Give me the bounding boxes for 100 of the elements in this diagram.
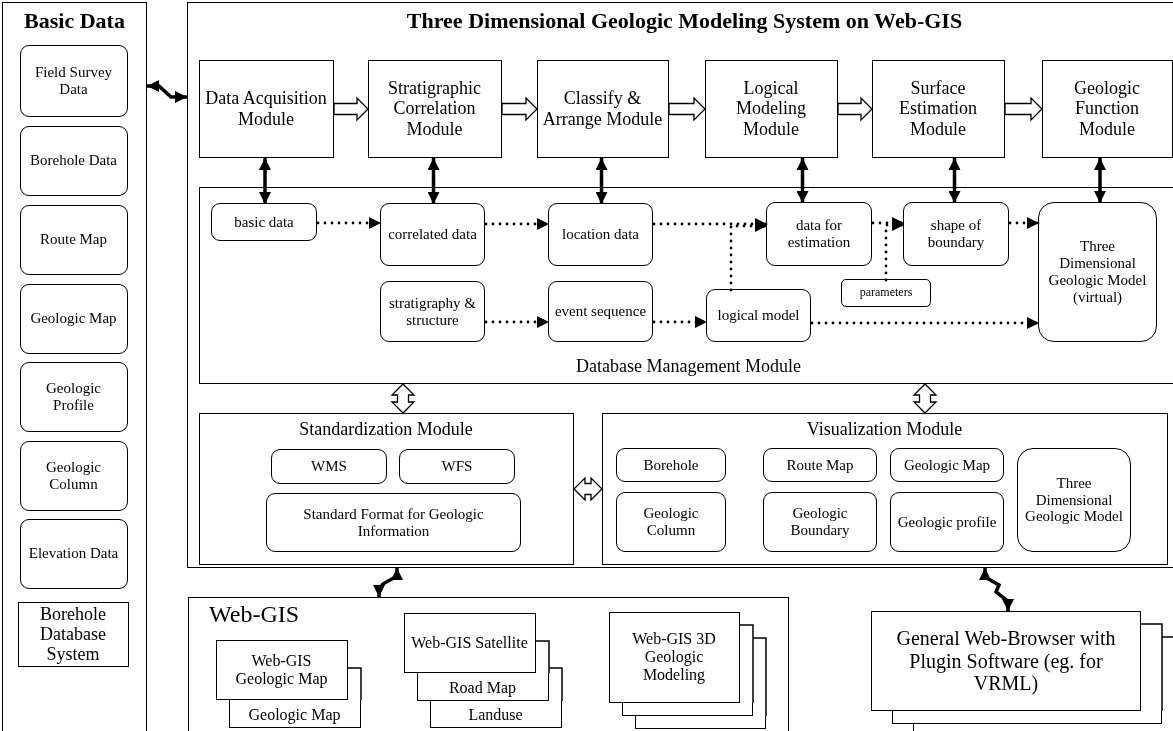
- data-box: [271, 449, 387, 484]
- box-label: Geologic Profile: [45, 379, 102, 414]
- double-arrow: [595, 158, 608, 204]
- panel-title: Web-GIS: [209, 601, 300, 628]
- box-label: Web-GIS Satellite: [410, 633, 529, 652]
- data-box: [616, 492, 726, 552]
- parameter-box: [841, 279, 931, 307]
- module-box: [17, 601, 129, 667]
- data-box: [890, 492, 1004, 552]
- data-box: [890, 448, 1004, 482]
- panel-title: Standardization Module: [298, 419, 474, 440]
- box-label: Web-GIS 3D Geologic Modeling: [631, 630, 717, 684]
- hollow-arrow: [573, 476, 603, 502]
- box-label: Route Map: [785, 456, 855, 474]
- box-label: Field Survey Data: [33, 63, 114, 98]
- box-label: Three Dimensional Geologic Model: [1024, 474, 1124, 526]
- box-label: Standard Format for Geologic Information: [302, 505, 485, 540]
- box-label: Surface Estimation Module: [898, 78, 978, 139]
- module-panel: [198, 412, 574, 565]
- box-label: Data Acquisition Module: [204, 88, 328, 129]
- stacked-card: [871, 611, 1141, 711]
- stacked-card: [429, 700, 562, 728]
- stacked-card: [892, 711, 1162, 724]
- data-box: [766, 202, 872, 266]
- data-box: [19, 283, 128, 354]
- box-label: Elevation Data: [27, 545, 120, 562]
- database-panel: [198, 186, 1173, 384]
- box-label: Geologic Boundary: [789, 505, 851, 539]
- box-label: parameters: [858, 286, 914, 300]
- hollow-arrow: [837, 96, 873, 122]
- box-label: Road Map: [447, 678, 518, 697]
- data-box: [616, 448, 726, 482]
- hollow-arrow: [501, 96, 538, 122]
- box-label: Geologic Map: [902, 456, 992, 474]
- box-label: logical model: [716, 307, 801, 324]
- data-box: [380, 203, 485, 266]
- module-panel: [601, 412, 1168, 565]
- double-arrow: [1094, 158, 1106, 203]
- panel-title: Basic Data: [23, 9, 126, 34]
- box-label: Stratigraphic Correlation Module: [387, 78, 482, 139]
- data-box: [19, 204, 128, 275]
- data-box: [19, 518, 128, 589]
- data-box: [19, 125, 128, 196]
- box-label: Borehole Database System: [39, 603, 107, 665]
- data-box: [763, 492, 877, 552]
- data-box: [211, 203, 317, 241]
- data-box: [706, 289, 811, 342]
- double-arrow: [259, 158, 271, 204]
- web-gis-panel: [188, 597, 789, 731]
- dotted-arrow: [484, 218, 551, 230]
- box-label: correlated data: [387, 226, 478, 243]
- dotted-arrow: [810, 317, 1041, 329]
- double-arrow: [427, 158, 440, 204]
- box-label: General Web-Browser with Plugin Software (eg. for VRML): [895, 627, 1117, 695]
- box-label: location data: [560, 226, 641, 243]
- box-label: Geologic Column: [45, 458, 102, 493]
- box-label: Classify & Arrange Module: [541, 88, 664, 129]
- data-box: [380, 281, 485, 342]
- hollow-arrow: [668, 96, 706, 122]
- lightning-arrow: [373, 568, 403, 597]
- stacked-card: [215, 639, 348, 700]
- box-label: Geologic Function Module: [1073, 78, 1141, 139]
- box-label: Borehole: [642, 456, 700, 474]
- box-label: Web-GIS Geologic Map: [234, 651, 329, 688]
- box-label: Route Map: [38, 231, 109, 248]
- box-label: Geologic Column: [642, 505, 700, 539]
- double-arrow: [948, 158, 961, 203]
- data-box: [19, 44, 128, 117]
- box-label: Geologic profile: [896, 513, 998, 531]
- module-box: [198, 59, 334, 158]
- lightning-arrow: [147, 80, 187, 103]
- hollow-arrow: [333, 96, 369, 122]
- double-arrow: [796, 158, 809, 203]
- module-box: [367, 59, 502, 158]
- data-box: [399, 449, 515, 484]
- box-label: shape of boundary: [926, 217, 986, 251]
- box-label: Geologic Map: [29, 310, 118, 327]
- hollow-arrow: [390, 383, 416, 414]
- stacked-card: [416, 672, 549, 701]
- data-box: [548, 281, 653, 342]
- side-panel: [2, 2, 147, 731]
- lightning-arrow: [979, 568, 1014, 611]
- box-label: Logical Modeling Module: [735, 78, 807, 139]
- box-label: WMS: [310, 458, 348, 475]
- panel-title: Visualization Module: [805, 419, 964, 440]
- module-box: [536, 59, 669, 158]
- stacked-card: [608, 611, 740, 703]
- stacked-card: [228, 699, 361, 728]
- model-box: [1038, 202, 1157, 342]
- module-box: [871, 59, 1005, 158]
- dotted-arrow: [316, 217, 383, 229]
- system-panel: [187, 2, 1173, 568]
- hollow-arrow: [912, 383, 938, 414]
- data-box: [266, 493, 521, 552]
- data-box: [903, 202, 1009, 266]
- box-label: Borehole Data: [28, 152, 119, 169]
- box-label: Geologic Map: [247, 705, 342, 724]
- box-label: WFS: [440, 458, 474, 475]
- box-label: Landuse: [467, 705, 524, 724]
- model-box: [1017, 448, 1131, 552]
